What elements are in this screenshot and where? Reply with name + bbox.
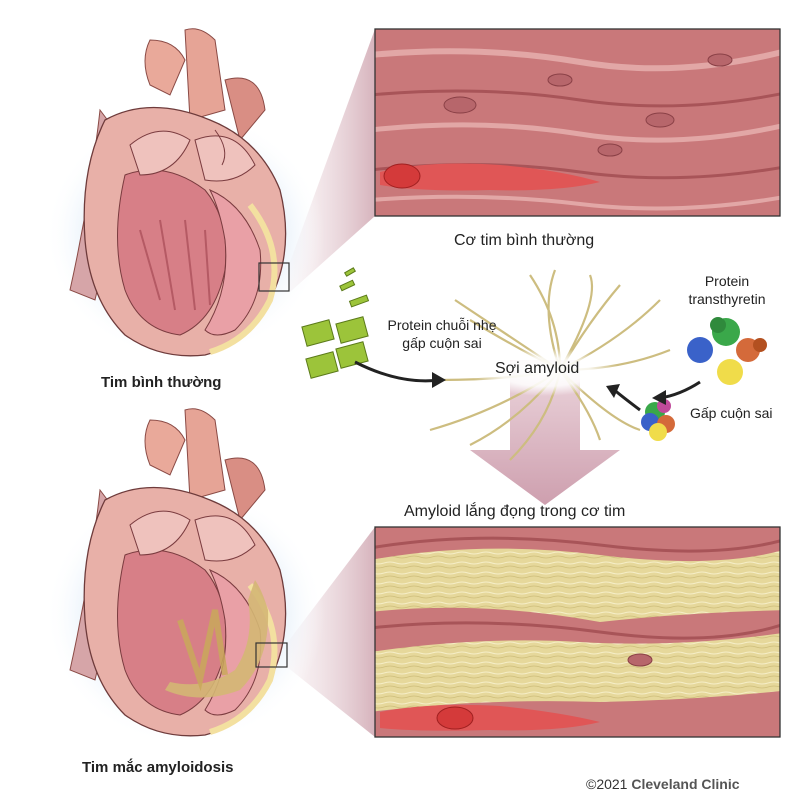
copyright-text: ©2021 — [586, 776, 627, 792]
brand-name: Cleveland Clinic — [631, 776, 739, 792]
deposit-muscle-label: Amyloid lắng đọng trong cơ tim — [404, 503, 625, 521]
light-chain-label-line1: Protein chuỗi nhẹ — [372, 316, 512, 334]
transthyretin-protein-icon — [606, 317, 767, 441]
credit: ©2021 Cleveland Clinic — [586, 776, 740, 792]
normal-muscle-label: Cơ tim bình thường — [454, 232, 594, 250]
amyloid-heart-label: Tim mắc amyloidosis — [82, 759, 233, 776]
normal-muscle-panel — [370, 29, 790, 216]
normal-heart-illustration — [45, 29, 325, 360]
transthyretin-label-line2: transthyretin — [672, 290, 782, 308]
fibril-label: Sợi amyloid — [495, 360, 579, 378]
transthyretin-label-line1: Protein — [672, 272, 782, 290]
light-chain-label-line2: gấp cuộn sai — [372, 334, 512, 352]
normal-heart-label: Tim bình thường — [101, 374, 221, 391]
light-chain-label: Protein chuỗi nhẹ gấp cuộn sai — [372, 316, 512, 352]
misfold-label: Gấp cuộn sai — [690, 405, 773, 421]
transthyretin-label: Protein transthyretin — [672, 272, 782, 308]
amyloid-muscle-panel — [370, 527, 790, 737]
amyloid-heart-illustration — [45, 409, 325, 745]
